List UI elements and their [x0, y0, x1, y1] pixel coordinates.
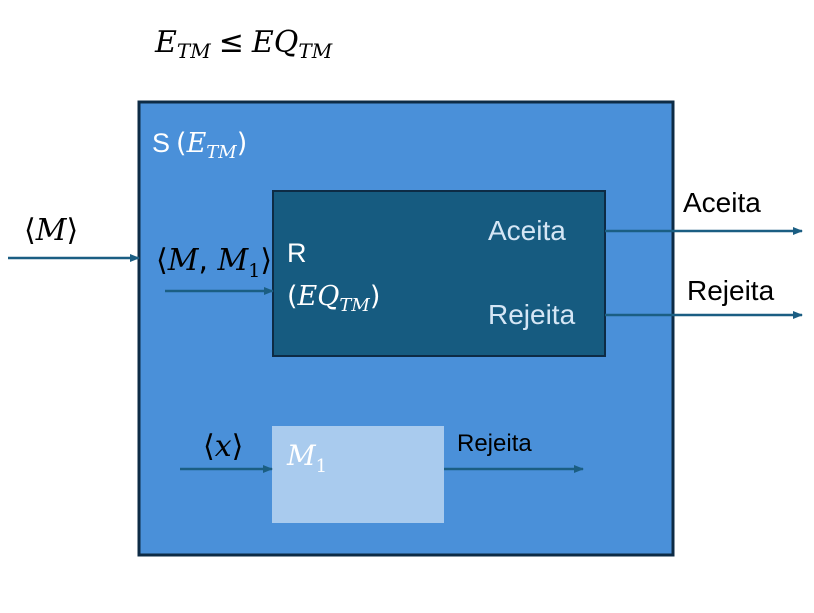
title-eq-tm-sub: TM	[298, 39, 332, 63]
r-reject-label: Rejeita	[488, 299, 576, 330]
machine-m1-box	[272, 426, 444, 523]
m1-reject-label: Rejeita	[457, 430, 532, 457]
machine-m1-label: M1	[286, 439, 327, 477]
r-input-label: ⟨M, M1⟩	[156, 243, 272, 282]
r-input-m: M	[167, 243, 200, 278]
output-reject-label: Rejeita	[687, 275, 775, 306]
r-accept-label: Aceita	[488, 215, 566, 246]
label-r: R	[287, 238, 307, 268]
m1-m: M	[286, 439, 317, 472]
output-accept-label: Aceita	[683, 187, 761, 218]
outer-input-m: M	[35, 213, 68, 248]
outer-box-label: S(ETM)	[152, 128, 247, 163]
outer-input-label: ⟨M⟩	[24, 213, 78, 248]
label-s-e: E	[186, 128, 207, 159]
label-r-eq-text: EQ	[297, 281, 340, 312]
label-r-tm: TM	[339, 295, 370, 316]
title-leq: ≤	[219, 25, 244, 60]
x-input-x: x	[215, 429, 232, 464]
title-e: E	[154, 25, 177, 60]
r-input-m1: M	[217, 243, 250, 278]
x-input-label: ⟨x⟩	[203, 429, 243, 464]
m1-sub: 1	[316, 456, 327, 477]
label-s-tm: TM	[206, 142, 237, 163]
label-s: S	[152, 128, 170, 158]
inner-box-r	[272, 190, 606, 357]
title-tm-sub: TM	[177, 39, 211, 63]
label-r-eq: (EQTM)	[287, 281, 380, 316]
title-eq: EQ	[251, 25, 299, 60]
title-formula: ETM≤EQTM	[154, 25, 333, 63]
r-input-sub: 1	[248, 260, 260, 282]
